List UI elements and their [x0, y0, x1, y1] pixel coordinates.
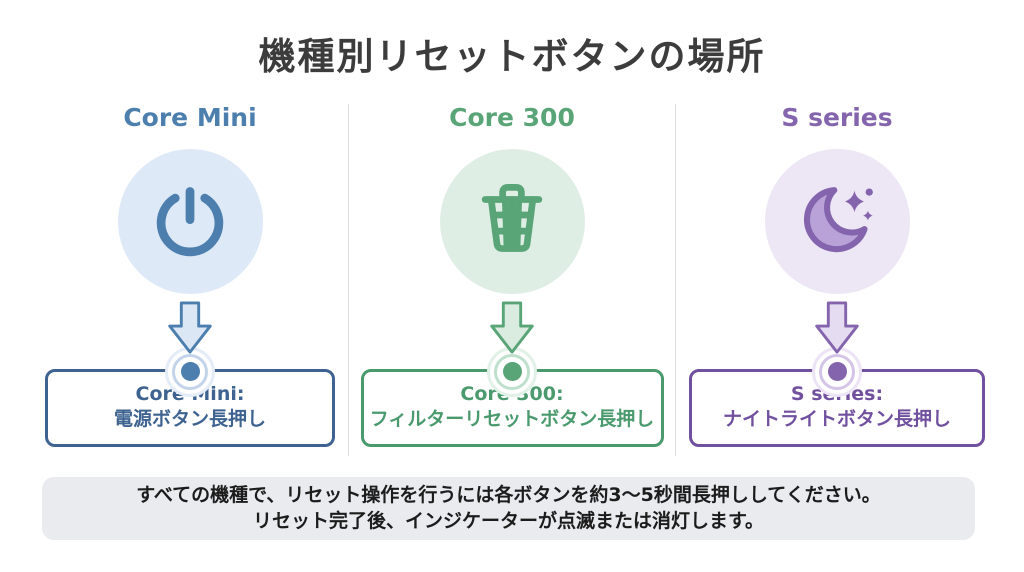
- button-location-dot: [487, 346, 537, 397]
- page-title: 機種別リセットボタンの場所: [258, 35, 766, 78]
- filter-basket-icon: [469, 178, 555, 264]
- down-arrow-icon: [481, 300, 543, 356]
- column-divider: [675, 104, 676, 456]
- box-instruction: ナイトライトボタン長押し: [722, 408, 951, 430]
- reset-instruction-box: Core 300: フィルターリセットボタン長押し: [360, 346, 664, 447]
- reset-instruction-box: Core Mini: 電源ボタン長押し: [45, 346, 335, 447]
- box-instruction: フィルターリセットボタン長押し: [369, 408, 655, 430]
- power-icon: [147, 178, 233, 264]
- down-arrow-icon: [806, 300, 868, 356]
- icon-circle: [764, 148, 910, 294]
- model-columns: Core Mini Core Mini: 電源ボタ: [45, 103, 985, 447]
- reset-instruction-box: S series: ナイトライトボタン長押し: [689, 346, 985, 447]
- model-label: Core Mini: [123, 103, 257, 132]
- column-core-mini: Core Mini Core Mini: 電源ボタ: [45, 103, 335, 447]
- button-location-dot: [165, 346, 215, 397]
- column-core-300: Core 300: [360, 103, 664, 447]
- footer-note-bar: すべての機種で、リセット操作を行うには各ボタンを約3〜5秒間長押ししてください。…: [42, 477, 975, 540]
- footer-note-line2: リセット完了後、インジケーターが点滅または消灯します。: [252, 509, 765, 532]
- model-label: Core 300: [449, 103, 575, 132]
- column-s-series: S series: [689, 103, 985, 447]
- model-label: S series: [781, 103, 893, 132]
- down-arrow-icon: [159, 300, 221, 356]
- moon-sparkles-icon: [794, 178, 880, 264]
- icon-circle: [117, 148, 263, 294]
- column-divider: [348, 104, 349, 456]
- footer-note-line1: すべての機種で、リセット操作を行うには各ボタンを約3〜5秒間長押ししてください。: [136, 483, 881, 506]
- box-instruction: 電源ボタン長押し: [113, 408, 266, 430]
- icon-circle: [439, 148, 585, 294]
- button-location-dot: [812, 346, 862, 397]
